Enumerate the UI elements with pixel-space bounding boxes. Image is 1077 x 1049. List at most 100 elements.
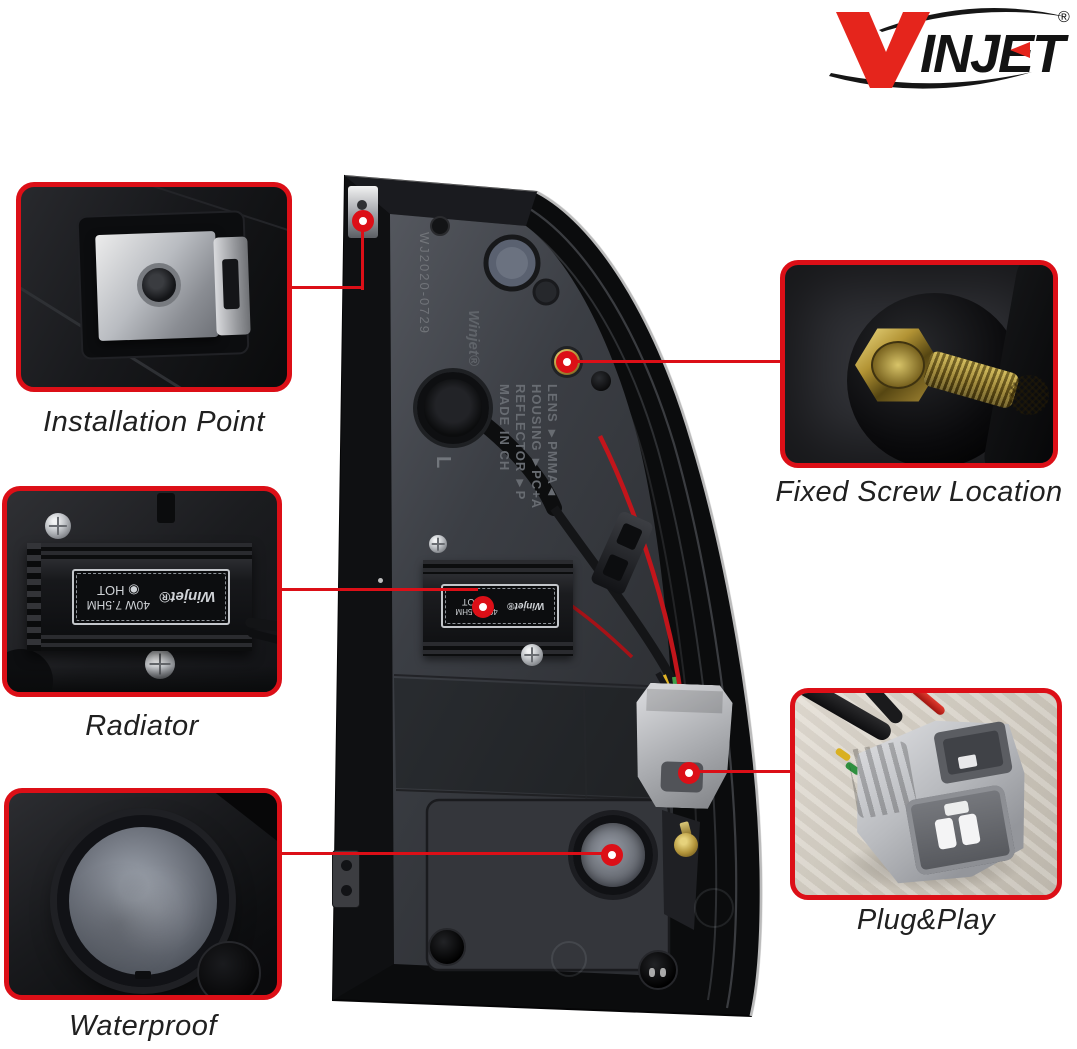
plate-hot-text: HOT xyxy=(97,583,125,598)
radiator-label-plate: Winjet® 40W 7.5HM ◉ HOT xyxy=(441,584,559,628)
module-screw xyxy=(521,644,543,666)
side-marking: L xyxy=(432,456,454,469)
plug-collar xyxy=(646,689,723,714)
radiator-fins-side xyxy=(27,543,41,651)
connector-slot xyxy=(601,553,630,582)
label-waterproof: Waterproof xyxy=(69,1010,217,1042)
label-radiator: Radiator xyxy=(85,710,199,742)
plate-power-text: 40W 7.5HM xyxy=(86,598,150,612)
panel-screw-hole xyxy=(430,216,450,236)
mounting-tab xyxy=(332,850,360,908)
winjet-logo: INJET ® xyxy=(829,8,1071,89)
panel-ridge xyxy=(393,674,672,688)
callout-radiator: Winjet® 40W 7.5HM ◉ HOT xyxy=(2,486,282,697)
grommet-highlight xyxy=(649,968,655,977)
plate-content: Winjet® 40W 7.5HM ◉ HOT xyxy=(77,574,225,620)
callout-line-installation-v xyxy=(361,228,364,290)
label-installation-point: Installation Point xyxy=(43,406,265,438)
logo-text: INJET xyxy=(920,24,1069,84)
spec-line: HOUSING ►PC+A xyxy=(529,384,544,510)
panel-small-circle xyxy=(532,278,560,306)
callout-waterproof xyxy=(4,788,282,1000)
rib-line xyxy=(524,205,738,1009)
radiator-fins xyxy=(27,543,252,559)
plate-brand-text: Winjet® xyxy=(507,600,545,612)
spec-engraving: LENS ►PMMA◄ HOUSING ►PC+A REFLECTOR ►P M… xyxy=(496,384,560,509)
panel-speck xyxy=(378,578,383,583)
label-plug-play: Plug&Play xyxy=(856,904,996,936)
black-bolt xyxy=(591,371,611,391)
radiator-fins xyxy=(423,642,573,656)
brass-stud xyxy=(674,833,698,857)
callout-radiator-module: Winjet® 40W 7.5HM ◉ HOT xyxy=(27,543,252,651)
marker-installation-point xyxy=(352,210,374,232)
callout-fixed-screw xyxy=(780,260,1058,468)
panel-mid-shade xyxy=(394,678,671,798)
spec-line: MADE IN CH xyxy=(497,384,512,472)
logo-w-mark xyxy=(836,12,930,88)
callout-plug-play xyxy=(790,688,1062,900)
label-fixed-screw: Fixed Screw Location xyxy=(775,476,1063,508)
panel-ridge xyxy=(395,789,669,801)
marker-radiator xyxy=(472,596,494,618)
socket-top-inner xyxy=(942,730,1004,776)
lens-edge-highlight xyxy=(536,190,763,1017)
callout-module-screw xyxy=(45,513,71,539)
callout-line-installation-h xyxy=(290,286,364,289)
housing-top-bevel xyxy=(345,176,537,226)
grommet-highlight xyxy=(660,968,666,977)
marker-waterproof xyxy=(601,844,623,866)
marker-plug xyxy=(678,762,700,784)
marker-fixed-screw xyxy=(556,351,578,373)
small-grommet-circle xyxy=(197,941,261,995)
clip-nut-hole xyxy=(137,263,181,307)
panel-ring-mark xyxy=(551,941,587,977)
callout-line-radiator xyxy=(280,588,478,591)
screw-hex-inner xyxy=(871,341,925,389)
taillight-housing: WJ2020-0729 Winjet® LENS ►PMMA◄ HOUSING … xyxy=(331,170,778,1049)
clip-hole xyxy=(357,200,367,210)
panel-recess-circle-inner xyxy=(496,247,528,279)
callout-line-plug xyxy=(698,770,792,773)
tab-hole xyxy=(341,885,352,896)
plate-hot-symbol-icon: ◉ xyxy=(128,583,140,598)
callout-installation-point xyxy=(16,182,292,392)
callout-label-plate: Winjet® 40W 7.5HM ◉ HOT xyxy=(72,569,230,625)
tab-hole xyxy=(341,860,352,871)
spec-line: REFLECTOR ►P xyxy=(513,384,528,501)
seal-notch xyxy=(135,971,151,979)
logo-registered-mark: ® xyxy=(1058,9,1070,26)
wire-sleeve xyxy=(474,414,562,516)
plug-socket-bottom xyxy=(904,783,1017,877)
rubber-grommet xyxy=(428,928,466,966)
module-screw xyxy=(429,535,447,553)
logo-e-triangle-icon xyxy=(1010,42,1030,58)
part-number-engraving: WJ2020-0729 xyxy=(417,232,432,335)
dark-post xyxy=(157,493,175,523)
plate-brand-text: Winjet® xyxy=(159,588,216,606)
plug-pin xyxy=(934,817,958,850)
brand-engraving: Winjet® xyxy=(465,310,482,366)
bottom-shade xyxy=(7,666,277,692)
radiator-module: Winjet® 40W 7.5HM ◉ HOT xyxy=(423,560,573,656)
radiator-fins xyxy=(27,635,252,651)
plug-pin xyxy=(957,813,981,846)
seal-mottle xyxy=(69,827,217,975)
callout-line-fixed-screw xyxy=(576,360,782,363)
bulb-socket xyxy=(417,372,489,444)
plate-border xyxy=(76,573,226,621)
screw-tip xyxy=(1009,375,1049,415)
callout-plug-connector xyxy=(840,707,1040,895)
panel-ring-mark xyxy=(694,888,734,928)
clip-flap-slot xyxy=(222,258,240,310)
spec-line: LENS ►PMMA◄ xyxy=(545,384,560,499)
connector-slot xyxy=(615,522,643,551)
plate-border xyxy=(445,588,555,624)
plate-content: Winjet® 40W 7.5HM ◉ HOT xyxy=(446,589,554,623)
module-wire xyxy=(246,628,277,650)
wire-red-short xyxy=(570,604,634,659)
rubber-grommet xyxy=(638,950,678,990)
clip-flap xyxy=(213,236,251,336)
radiator-fins xyxy=(423,560,573,574)
